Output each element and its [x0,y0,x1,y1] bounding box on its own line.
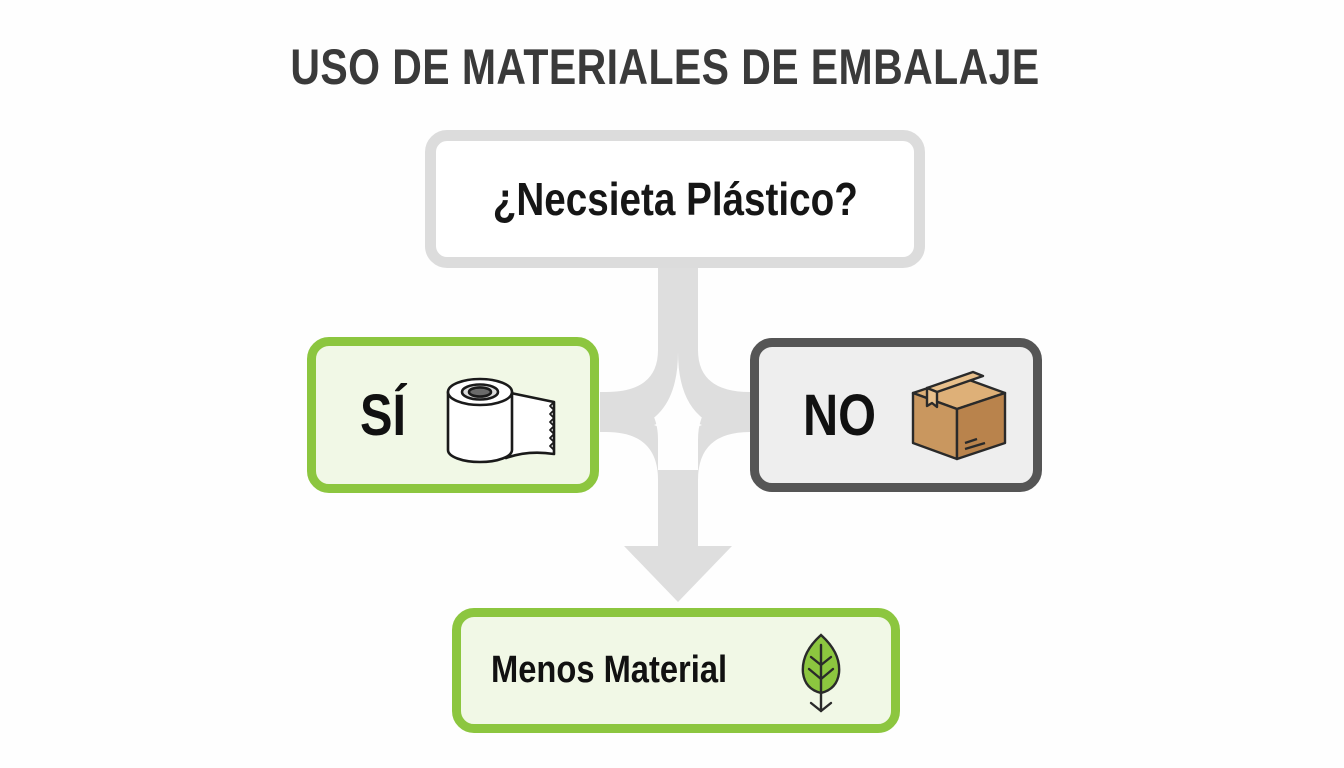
question-text: ¿Necsieta Plástico? [492,173,858,225]
diagram-title: USO DE MATERIALES DE EMBALAJE [290,39,1040,95]
result-text: Menos Material [491,649,728,691]
yes-label: SÍ [360,382,407,448]
connector-stem-bottom [658,470,698,550]
no-label: NO [803,382,877,448]
junction-diamond [654,397,702,452]
connector-stem-top [658,262,698,352]
no-option-box: NO [750,338,1042,492]
cardboard-box-icon [911,370,1007,461]
leaf-icon [801,633,841,713]
tape-roll-icon [446,377,556,464]
connector-junction [600,392,758,480]
arrow-head [624,546,732,602]
yes-option-box: SÍ [307,337,599,493]
question-box: ¿Necsieta Plástico? [425,130,925,268]
result-box: Menos Material [452,608,900,733]
